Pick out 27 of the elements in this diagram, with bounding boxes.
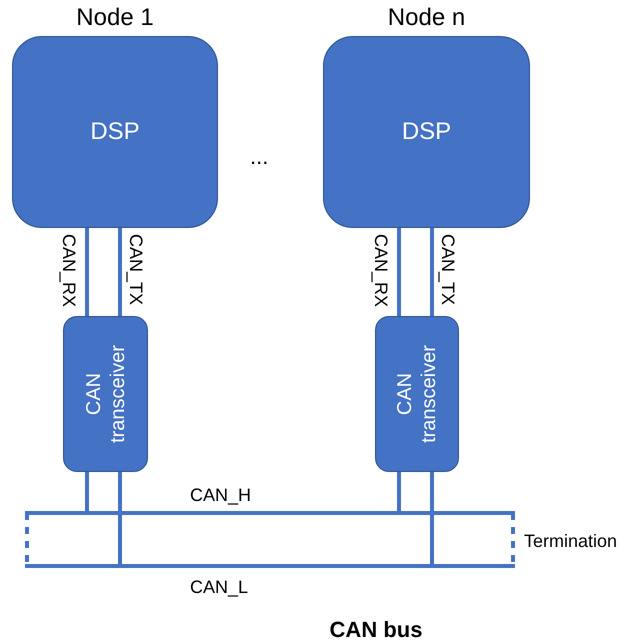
termination-label: Termination: [524, 530, 618, 553]
transceiver-box: [375, 316, 459, 472]
ellipsis-text: ...: [250, 143, 268, 171]
box-title: CAN transceiver: [393, 344, 441, 445]
wire: [397, 472, 401, 513]
edge-label: CAN_TX: [127, 234, 145, 306]
dsp-box: [323, 36, 530, 228]
wire: [118, 472, 122, 566]
edge-label: CAN_RX: [372, 234, 390, 308]
wire: [118, 228, 122, 316]
bus-line-label: CAN_H: [190, 484, 252, 507]
box-title: DSP: [402, 117, 452, 147]
dsp-box: [12, 36, 218, 228]
node-heading: Node 1: [75, 6, 155, 30]
wire: [85, 228, 89, 316]
edge-label: CAN_RX: [60, 234, 78, 308]
wire: [430, 472, 434, 566]
wire: [85, 472, 89, 513]
bus-line-label: CAN_L: [190, 576, 248, 599]
wire: [397, 228, 401, 316]
box-title: DSP: [90, 117, 140, 147]
node-heading: Node n: [386, 6, 466, 30]
caption: CAN bus: [328, 616, 424, 643]
transceiver-box: [63, 316, 148, 472]
edge-label: CAN_TX: [439, 234, 457, 306]
box-title: CAN transceiver: [82, 344, 130, 445]
wire: [430, 228, 434, 316]
